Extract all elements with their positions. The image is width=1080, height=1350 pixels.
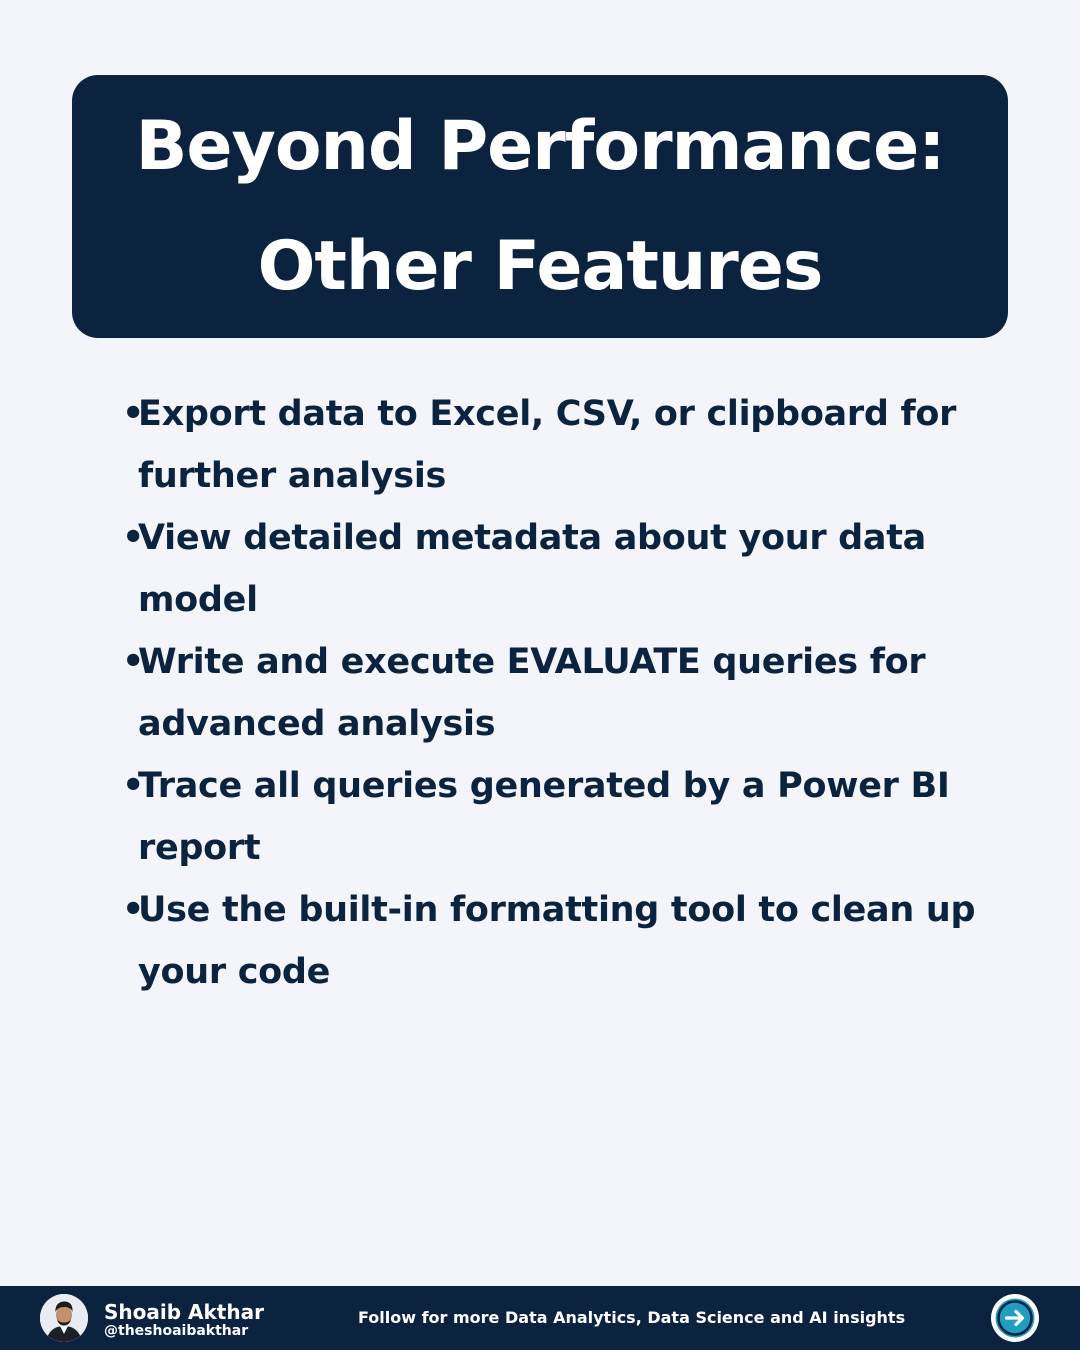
feature-text: Write and execute EVALUATE queries for a… <box>138 642 926 744</box>
feature-item-format: • Use the built-in formatting tool to cl… <box>120 879 980 1003</box>
feature-text: Use the built-in formatting tool to clea… <box>138 890 976 992</box>
feature-list: • Export data to Excel, CSV, or clipboar… <box>120 383 980 1003</box>
page-title-line-1: Beyond Performance: <box>135 106 946 186</box>
feature-text: Export data to Excel, CSV, or clipboard … <box>138 394 957 496</box>
author-name: Shoaib Akthar <box>104 1300 264 1324</box>
bullet-icon: • <box>122 890 145 930</box>
feature-item-metadata: • View detailed metadata about your data… <box>120 507 980 631</box>
feature-text: View detailed metadata about your data m… <box>138 518 926 620</box>
profile-photo-icon[interactable] <box>40 1294 88 1342</box>
footer-bar: Shoaib Akthar @theshoaibakthar Follow fo… <box>0 1286 1080 1350</box>
bullet-icon: • <box>122 394 145 434</box>
avatar-illustration <box>40 1294 88 1342</box>
author-handle[interactable]: @theshoaibakthar <box>104 1323 249 1339</box>
title-card: Beyond Performance: Other Features <box>72 75 1008 338</box>
feature-item-export: • Export data to Excel, CSV, or clipboar… <box>120 383 980 507</box>
feature-item-evaluate: • Write and execute EVALUATE queries for… <box>120 631 980 755</box>
bullet-icon: • <box>122 518 145 558</box>
page-title-line-2: Other Features <box>257 226 824 306</box>
bullet-icon: • <box>122 642 145 682</box>
bullet-icon: • <box>122 766 145 806</box>
feature-item-trace: • Trace all queries generated by a Power… <box>120 755 980 879</box>
arrow-right-circle-icon <box>995 1298 1035 1338</box>
feature-text: Trace all queries generated by a Power B… <box>138 766 950 868</box>
follow-cta-text: Follow for more Data Analytics, Data Sci… <box>358 1308 906 1327</box>
next-slide-button[interactable] <box>991 1294 1039 1342</box>
